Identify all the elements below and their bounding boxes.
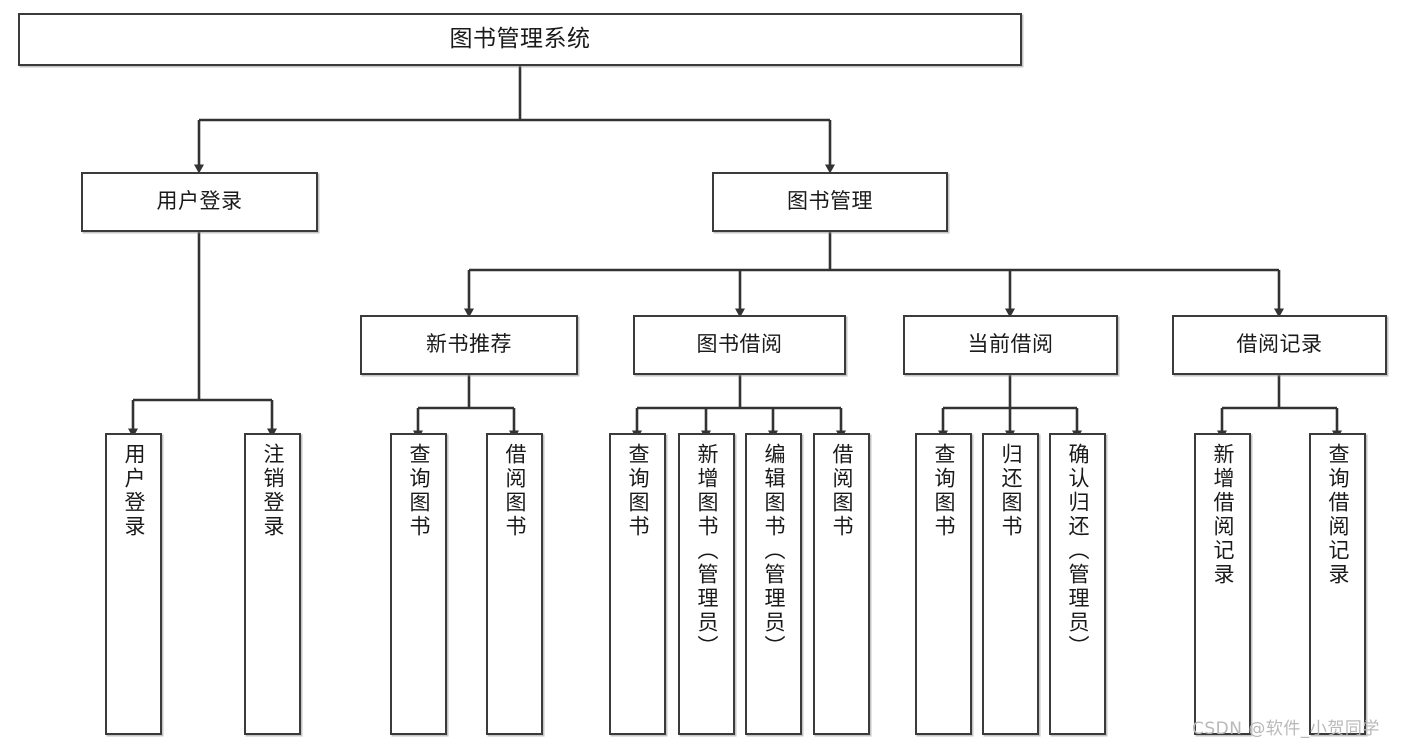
leaf-user-login[interactable]: 用户登录 bbox=[105, 433, 162, 735]
leaf-query-borrow-record[interactable]: 查询借阅记录 bbox=[1309, 433, 1366, 735]
leaf-return-book[interactable]: 归还图书 bbox=[982, 433, 1039, 735]
leaf-query-book-borrow[interactable]: 查询图书 bbox=[609, 433, 666, 735]
leaf-query-book-current[interactable]: 查询图书 bbox=[915, 433, 972, 735]
leaf-query-book-recommend[interactable]: 查询图书 bbox=[390, 433, 447, 735]
node-label: 注销登录 bbox=[261, 443, 285, 539]
node-label: 借阅记录 bbox=[1236, 332, 1323, 357]
node-book-borrow[interactable]: 图书借阅 bbox=[633, 315, 846, 375]
node-label: 归还图书 bbox=[999, 443, 1023, 539]
node-label: 查询图书 bbox=[932, 443, 956, 539]
node-label: 借阅图书 bbox=[503, 443, 527, 539]
leaf-add-borrow-record[interactable]: 新增借阅记录 bbox=[1194, 433, 1251, 735]
node-new-book-recommend[interactable]: 新书推荐 bbox=[360, 315, 578, 375]
node-label: 当前借阅 bbox=[967, 332, 1054, 357]
leaf-borrow-book[interactable]: 借阅图书 bbox=[813, 433, 870, 735]
node-label: 图书管理 bbox=[787, 189, 873, 214]
leaf-edit-book-admin[interactable]: 编辑图书（管理员） bbox=[745, 433, 802, 735]
node-label: 查询图书 bbox=[626, 443, 650, 539]
leaf-confirm-return-admin[interactable]: 确认归还（管理员） bbox=[1049, 433, 1106, 735]
node-current-borrow[interactable]: 当前借阅 bbox=[903, 315, 1118, 375]
node-label: 新增借阅记录 bbox=[1211, 443, 1235, 587]
node-label: 图书借阅 bbox=[696, 332, 783, 357]
leaf-logout-login[interactable]: 注销登录 bbox=[244, 433, 301, 735]
node-borrow-record[interactable]: 借阅记录 bbox=[1172, 315, 1387, 375]
node-label: 确认归还（管理员） bbox=[1066, 443, 1090, 659]
node-label: 查询图书 bbox=[407, 443, 431, 539]
node-label: 图书管理系统 bbox=[449, 25, 591, 52]
node-label: 用户登录 bbox=[122, 443, 146, 539]
node-label: 借阅图书 bbox=[830, 443, 854, 539]
watermark-text: CSDN @软件_小贺同学 bbox=[1192, 719, 1380, 739]
node-label: 用户登录 bbox=[156, 189, 243, 214]
node-label: 新增图书（管理员） bbox=[695, 443, 719, 659]
node-label: 编辑图书（管理员） bbox=[762, 443, 786, 659]
node-root-system[interactable]: 图书管理系统 bbox=[18, 13, 1022, 66]
node-label: 查询借阅记录 bbox=[1326, 443, 1350, 587]
node-book-management[interactable]: 图书管理 bbox=[712, 172, 948, 232]
leaf-add-book-admin[interactable]: 新增图书（管理员） bbox=[678, 433, 735, 735]
node-user-login[interactable]: 用户登录 bbox=[81, 172, 318, 232]
node-label: 新书推荐 bbox=[426, 332, 512, 357]
leaf-borrow-book-recommend[interactable]: 借阅图书 bbox=[486, 433, 543, 735]
